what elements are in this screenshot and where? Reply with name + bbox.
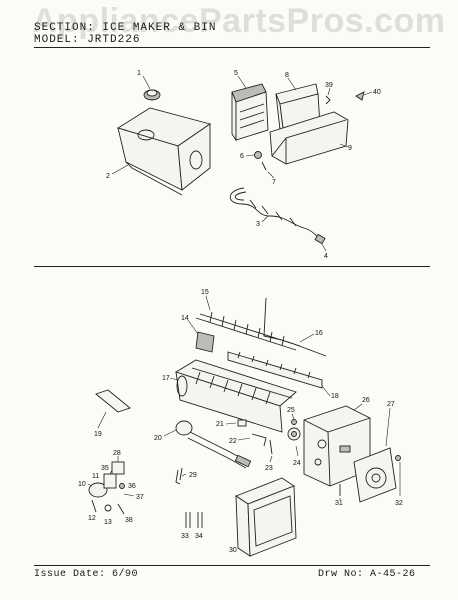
part-37-screw — [123, 493, 135, 497]
callout-28: 28 — [113, 450, 121, 457]
callout-16: 16 — [315, 330, 323, 337]
watermark: AppliancePartsPros.com — [32, 2, 446, 40]
part-19-fill-cup — [95, 389, 131, 429]
callout-9: 9 — [348, 145, 352, 152]
section-divider — [34, 266, 430, 267]
part-13-washer — [104, 504, 112, 512]
part-34-screws — [197, 512, 203, 528]
part-28-valve-body — [111, 456, 125, 475]
part-29-fill-tube — [175, 467, 187, 485]
callout-14: 14 — [181, 315, 189, 322]
callout-32: 32 — [395, 500, 403, 507]
callout-39: 39 — [325, 82, 333, 89]
part-30-cover — [235, 477, 297, 557]
callout-5: 5 — [234, 70, 238, 77]
part-9-bin-front — [269, 111, 349, 165]
callout-12: 12 — [88, 515, 96, 522]
part-1-cap — [142, 75, 161, 101]
callout-6: 6 — [240, 153, 244, 160]
callout-labels: 1 2 3 4 5 6 7 8 9 39 40 15 14 16 17 18 1… — [78, 70, 403, 554]
part-24-gear — [287, 427, 301, 457]
part-27-control-module — [353, 407, 397, 503]
callout-11: 11 — [92, 473, 99, 480]
part-17-mold — [169, 359, 297, 433]
callout-24: 24 — [293, 460, 301, 467]
part-4-connector — [314, 233, 327, 252]
callout-27: 27 — [387, 401, 395, 408]
callout-40: 40 — [373, 89, 381, 96]
part-2-ice-bin — [111, 107, 212, 196]
callout-4: 4 — [324, 253, 328, 260]
part-25-screw — [291, 413, 297, 425]
callout-23: 23 — [265, 465, 273, 472]
part-14-bearing — [187, 319, 215, 353]
footer-rule — [34, 565, 430, 566]
callout-8: 8 — [285, 72, 289, 79]
part-23-screw — [269, 439, 273, 463]
part-40-screw — [355, 91, 373, 101]
callout-3: 3 — [256, 221, 260, 228]
part-10-valve-inlet — [87, 482, 108, 498]
callout-34: 34 — [195, 533, 203, 540]
drawing-number: Drw No: A-45-26 — [318, 569, 416, 580]
callout-33: 33 — [181, 533, 189, 540]
part-7-screw — [261, 161, 275, 179]
part-20-thermostat — [163, 420, 252, 469]
part-21-sleeve — [225, 419, 247, 427]
callout-20: 20 — [154, 435, 162, 442]
callout-22: 22 — [229, 438, 237, 445]
callout-26: 26 — [362, 397, 370, 404]
part-22-clip — [237, 433, 267, 447]
part-35-bracket — [109, 469, 113, 475]
part-12-clamp — [91, 499, 97, 513]
part-39-clip — [325, 87, 331, 105]
callout-1: 1 — [137, 70, 141, 77]
part-3-wire-harness — [229, 187, 321, 241]
callout-18: 18 — [331, 393, 339, 400]
callout-19: 19 — [94, 431, 102, 438]
part-18-stripper — [227, 351, 331, 397]
part-16-shutoff-arm — [263, 297, 327, 357]
part-38-clip — [117, 503, 125, 515]
callout-10: 10 — [78, 481, 86, 488]
part-6-fitting — [245, 151, 262, 159]
callout-13: 13 — [104, 519, 112, 526]
section-title: SECTION: ICE MAKER & BIN — [34, 22, 217, 34]
part-36-nut — [119, 483, 125, 489]
callout-37: 37 — [136, 494, 144, 501]
issue-date: Issue Date: 6/90 — [34, 569, 139, 580]
callout-30: 30 — [229, 547, 237, 554]
part-32-screw — [395, 455, 401, 496]
part-33-screws — [185, 512, 191, 528]
callout-31: 31 — [335, 500, 343, 507]
callout-15: 15 — [201, 289, 209, 296]
part-5-bracket — [231, 75, 269, 142]
callout-17: 17 — [162, 375, 170, 382]
callout-2: 2 — [106, 173, 110, 180]
header-rule — [34, 47, 430, 48]
callout-21: 21 — [216, 421, 224, 428]
callout-7: 7 — [272, 179, 276, 186]
callout-29: 29 — [189, 472, 197, 479]
callout-36: 36 — [128, 483, 136, 490]
callout-25: 25 — [287, 407, 295, 414]
model-label: MODEL: JRTD226 — [34, 34, 141, 46]
part-11-coil — [103, 473, 117, 489]
callout-35: 35 — [101, 465, 109, 472]
callout-38: 38 — [125, 517, 133, 524]
